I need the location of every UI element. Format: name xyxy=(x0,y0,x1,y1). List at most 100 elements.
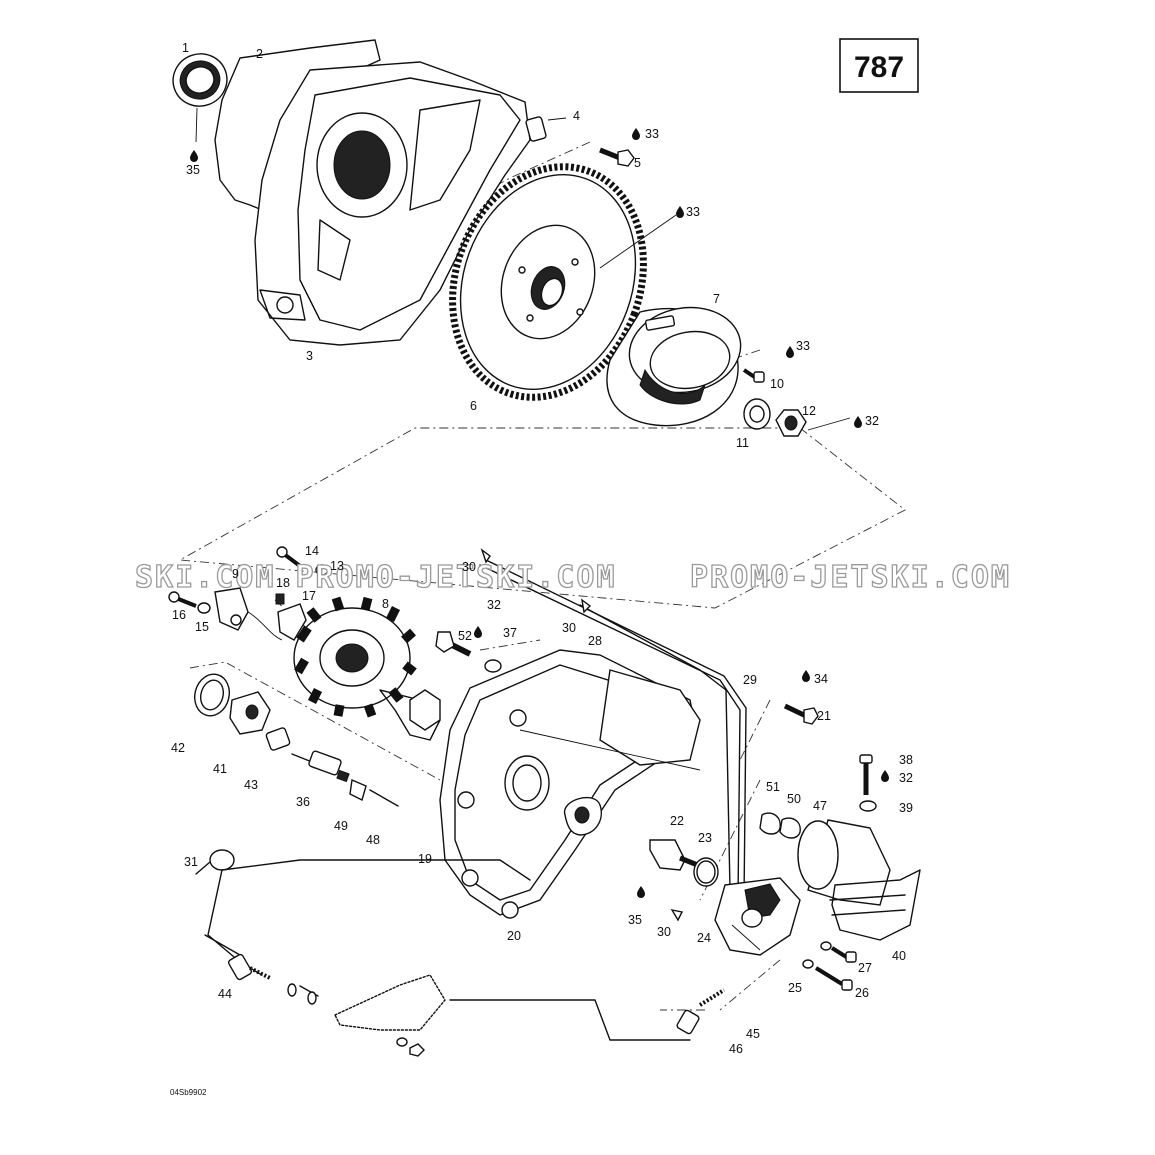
oil-drop-icon xyxy=(676,206,684,218)
part-10-bolt xyxy=(742,346,794,383)
oil-drop-icon xyxy=(632,128,640,140)
callout-49: 49 xyxy=(334,819,348,833)
callout-1: 1 xyxy=(182,41,189,55)
callout-24: 24 xyxy=(697,931,711,945)
part-5-bolt xyxy=(599,128,640,167)
callout-50: 50 xyxy=(787,792,801,806)
callout-32a: 32 xyxy=(487,598,501,612)
callout-6: 6 xyxy=(470,399,477,413)
watermark: SKI.COM PROMO-JETSKI.COM PROMO-JETSKI.CO… xyxy=(134,559,1011,595)
callout-13: 13 xyxy=(330,559,344,573)
callout-29: 29 xyxy=(743,673,757,687)
callout-34: 34 xyxy=(814,672,828,686)
callout-30c: 30 xyxy=(657,925,671,939)
callout-30a: 30 xyxy=(462,560,476,574)
part-1-seal xyxy=(172,53,228,143)
callout-25: 25 xyxy=(788,981,802,995)
oil-drop-icon xyxy=(637,886,645,898)
callout-35a: 35 xyxy=(186,163,200,177)
callout-45: 45 xyxy=(746,1027,760,1041)
part-7-rotor xyxy=(606,306,742,427)
part-9-bracket xyxy=(214,587,283,641)
callout-2: 2 xyxy=(256,47,263,61)
oil-drop-icon xyxy=(881,770,889,782)
callout-14: 14 xyxy=(305,544,319,558)
callout-20: 20 xyxy=(507,929,521,943)
part-31-clamp xyxy=(195,849,235,875)
callout-23: 23 xyxy=(698,831,712,845)
part-24-solenoid xyxy=(714,877,801,956)
callout-38: 38 xyxy=(899,753,913,767)
callout-32c: 32 xyxy=(899,771,913,785)
parts-52-37 xyxy=(435,626,502,673)
callout-47: 47 xyxy=(813,799,827,813)
part-8-stator xyxy=(293,596,441,741)
callout-36: 36 xyxy=(296,795,310,809)
callout-37: 37 xyxy=(503,626,517,640)
parts-36-48-49-connector xyxy=(291,750,399,807)
page-number-box: 787 xyxy=(839,38,919,93)
callout-39: 39 xyxy=(899,801,913,815)
callout-31: 31 xyxy=(184,855,198,869)
callout-27: 27 xyxy=(858,961,872,975)
parts-28-30-rods xyxy=(479,548,747,922)
callout-10: 10 xyxy=(770,377,784,391)
part-12-nut xyxy=(775,409,862,437)
callout-30b: 30 xyxy=(562,621,576,635)
callout-33c: 33 xyxy=(796,339,810,353)
oil-drop-icon xyxy=(854,416,862,428)
callout-18: 18 xyxy=(276,576,290,590)
watermark-left: SKI.COM PROMO-JETSKI.COM xyxy=(135,560,616,595)
part-47-starter xyxy=(759,812,921,941)
callout-46: 46 xyxy=(729,1042,743,1056)
callout-17: 17 xyxy=(302,589,316,603)
watermark-right: PROMO-JETSKI.COM xyxy=(690,560,1011,595)
callout-28: 28 xyxy=(588,634,602,648)
parts-41-43 xyxy=(194,673,291,751)
part-21-bolt xyxy=(783,670,819,725)
callout-15: 15 xyxy=(195,620,209,634)
callout-5: 5 xyxy=(634,156,641,170)
oil-drop-icon xyxy=(786,346,794,358)
parts-22-23 xyxy=(649,839,719,887)
callout-3: 3 xyxy=(306,349,313,363)
oil-drop-icon xyxy=(474,626,482,638)
diagram-code: 04Sb9902 xyxy=(170,1088,207,1097)
callout-41: 41 xyxy=(213,762,227,776)
part-4-dowel xyxy=(525,116,567,142)
callout-22: 22 xyxy=(670,814,684,828)
callout-43: 43 xyxy=(244,778,258,792)
parts-38-39 xyxy=(859,754,889,812)
oil-drop-icon xyxy=(190,150,198,162)
callout-44: 44 xyxy=(218,987,232,1001)
part-6-ring-gear xyxy=(449,163,684,401)
callout-52: 52 xyxy=(458,629,472,643)
callout-40: 40 xyxy=(892,949,906,963)
part-44-cable xyxy=(204,859,726,1057)
part-11-washer xyxy=(743,398,771,430)
callout-26: 26 xyxy=(855,986,869,1000)
callout-33a: 33 xyxy=(645,127,659,141)
callout-33b: 33 xyxy=(686,205,700,219)
callout-19: 19 xyxy=(418,852,432,866)
parts-25-27 xyxy=(802,941,857,991)
callout-11: 11 xyxy=(736,436,749,450)
callout-48: 48 xyxy=(366,833,380,847)
callout-21: 21 xyxy=(817,709,831,723)
callout-35b: 35 xyxy=(628,913,642,927)
callout-42: 42 xyxy=(171,741,185,755)
oil-drop-icon xyxy=(802,670,810,682)
callout-32b: 32 xyxy=(865,414,879,428)
callout-12: 12 xyxy=(802,404,816,418)
callout-labels: 1 2 3 4 5 6 7 8 9 10 11 12 13 14 15 16 1… xyxy=(171,41,913,1056)
callout-16: 16 xyxy=(172,608,186,622)
callout-9: 9 xyxy=(232,567,239,581)
callout-4: 4 xyxy=(573,109,580,123)
page-number: 787 xyxy=(854,51,904,84)
callout-8: 8 xyxy=(382,597,389,611)
callout-51: 51 xyxy=(766,780,780,794)
parts-13-18-hardware xyxy=(168,546,329,641)
part-19-cover xyxy=(439,649,701,919)
